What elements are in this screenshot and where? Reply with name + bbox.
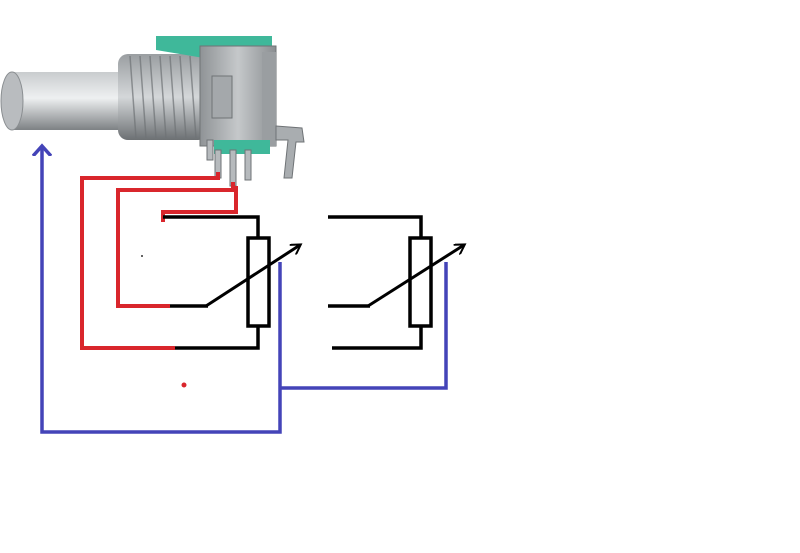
pot-mount-tab [275, 125, 305, 179]
pot-shaft-tip [0, 71, 24, 131]
stray-dot [141, 255, 143, 257]
pot-pin-2 [229, 149, 237, 187]
resistor-1-top-lead [163, 215, 260, 238]
rotary-potentiometer-icon [0, 36, 305, 187]
red-dot [181, 382, 187, 388]
pot-threads [129, 55, 197, 139]
pot-shaft [6, 72, 126, 130]
resistor-2-top-lead [328, 215, 423, 238]
blue-wire-main [42, 146, 282, 434]
resistor-1-body [246, 236, 271, 328]
resistor-1-bottom-lead [175, 326, 260, 350]
red-wires [80, 172, 238, 350]
resistor-2-bottom-lead [332, 326, 423, 350]
resistor-2-arrow [367, 245, 464, 308]
blue-wire-bridge [280, 262, 448, 390]
red-wire-middle [116, 182, 235, 308]
pot-green-base [214, 140, 270, 154]
resistor-1-arrow [205, 245, 300, 308]
blue-wires [42, 146, 448, 434]
red-wire-outer [80, 172, 220, 350]
variable-resistor-1 [163, 215, 300, 350]
pot-pin-3 [244, 149, 252, 181]
resistor-2-body [408, 236, 433, 328]
variable-resistor-2 [328, 215, 464, 350]
